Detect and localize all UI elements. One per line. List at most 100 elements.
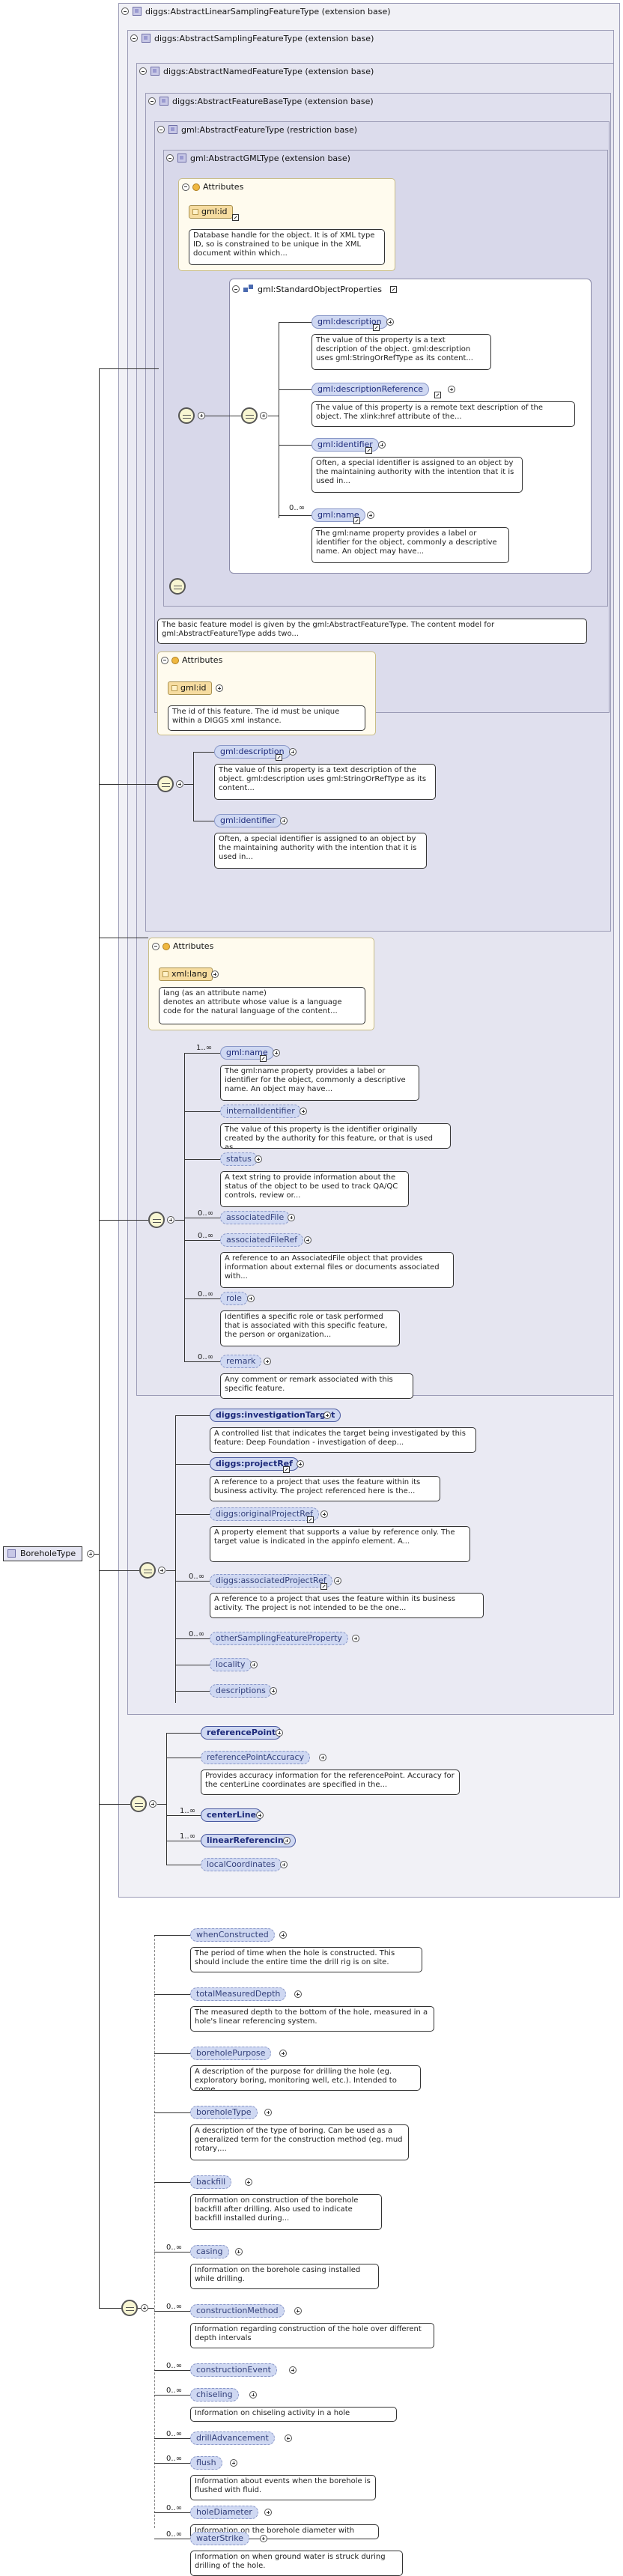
expand-toggle[interactable] (288, 1214, 295, 1221)
collapse-toggle[interactable] (152, 942, 159, 950)
elem-gml-description[interactable]: gml:description (312, 315, 388, 329)
elem-reference-point[interactable]: referencePoint (201, 1726, 282, 1740)
expand-toggle[interactable] (386, 318, 394, 326)
elem-internal-identifier[interactable]: internalIdentifier (220, 1105, 301, 1118)
attr-xml-lang[interactable]: xml:lang (159, 967, 213, 981)
elem-casing[interactable]: casing (190, 2245, 229, 2258)
elem-water-strike[interactable]: waterStrike (190, 2532, 249, 2545)
expand-toggle[interactable] (297, 1460, 304, 1468)
elem-flush[interactable]: flush (190, 2456, 222, 2470)
expand-toggle[interactable] (244, 2178, 252, 2186)
expand-toggle[interactable] (230, 2459, 237, 2467)
elem-associated-file-ref[interactable]: associatedFileRef (220, 1233, 304, 1247)
expand-toggle[interactable] (87, 1550, 94, 1558)
elem-locality[interactable]: locality (210, 1658, 252, 1671)
expand-toggle[interactable] (260, 412, 267, 419)
expand-toggle[interactable] (280, 817, 288, 824)
expand-toggle[interactable] (256, 1811, 264, 1819)
elem-chiseling[interactable]: chiseling (190, 2388, 239, 2402)
root-type-borehole[interactable]: BoreholeType (3, 1546, 83, 1561)
expand-toggle[interactable] (283, 1837, 291, 1844)
attr-gml-id[interactable]: gml:id (189, 205, 233, 219)
elem-associated-project-ref[interactable]: diggs:associatedProjectRef (210, 1574, 332, 1588)
expand-toggle[interactable] (323, 1412, 331, 1419)
collapse-toggle[interactable] (139, 67, 147, 75)
expand-toggle[interactable] (304, 1236, 312, 1244)
elem-gml-description-reference[interactable]: gml:descriptionReference (312, 383, 430, 396)
expand-toggle[interactable] (250, 1661, 258, 1668)
collapse-toggle[interactable] (182, 183, 189, 191)
expand-toggle[interactable] (264, 2109, 273, 2116)
expand-toggle[interactable] (289, 748, 297, 756)
elem-doc: The value of this property is a text des… (312, 334, 491, 370)
expand-toggle[interactable] (300, 1108, 307, 1115)
expand-toggle[interactable] (255, 1155, 262, 1163)
elem-drill-advancement[interactable]: drillAdvancement (190, 2431, 275, 2445)
expand-toggle[interactable] (234, 2248, 243, 2255)
expand-toggle[interactable] (319, 1754, 326, 1761)
elem-total-measured-depth[interactable]: totalMeasuredDepth (190, 1987, 287, 2001)
expand-toggle[interactable] (273, 1049, 280, 1057)
elem-gml-description[interactable]: gml:description (214, 745, 291, 759)
expand-toggle[interactable] (378, 441, 386, 449)
expand-toggle[interactable] (289, 2366, 297, 2374)
expand-toggle[interactable] (198, 412, 205, 419)
elem-construction-method[interactable]: constructionMethod (190, 2304, 285, 2318)
expand-toggle[interactable] (294, 1990, 302, 1998)
collapse-toggle[interactable] (157, 126, 165, 133)
expand-toggle[interactable] (284, 2434, 292, 2442)
elem-gml-identifier[interactable]: gml:identifier (214, 814, 282, 827)
elem-center-line[interactable]: centerLine (201, 1808, 263, 1822)
collapse-toggle[interactable] (148, 97, 156, 105)
expand-toggle[interactable] (259, 2535, 267, 2542)
expand-toggle[interactable] (367, 511, 374, 519)
elem-role[interactable]: role (220, 1292, 248, 1305)
expand-toggle[interactable] (279, 1931, 287, 1939)
elem-associated-file[interactable]: associatedFile (220, 1211, 291, 1224)
elem-investigation-target[interactable]: diggs:investigationTarget (210, 1409, 341, 1422)
elem-linear-referencing[interactable]: linearReferencing (201, 1834, 296, 1847)
elem-when-constructed[interactable]: whenConstructed (190, 1928, 275, 1942)
expand-toggle[interactable] (352, 1635, 359, 1642)
elem-reference-point-accuracy[interactable]: referencePointAccuracy (201, 1751, 311, 1764)
expand-toggle[interactable] (167, 1216, 174, 1224)
expand-toggle[interactable] (334, 1577, 341, 1585)
elem-construction-event[interactable]: constructionEvent (190, 2363, 277, 2377)
elem-local-coordinates[interactable]: localCoordinates (201, 1858, 282, 1871)
elem-gml-name[interactable]: gml:name (312, 508, 365, 522)
elem-other-sampling-feature-property[interactable]: otherSamplingFeatureProperty (210, 1632, 348, 1645)
expand-toggle[interactable] (264, 2509, 273, 2516)
collapse-toggle[interactable] (232, 285, 240, 293)
expand-toggle[interactable] (247, 1295, 255, 1302)
elem-borehole-type[interactable]: boreholeType (190, 2106, 258, 2119)
expand-toggle[interactable] (176, 780, 183, 788)
elem-status[interactable]: status (220, 1152, 258, 1166)
expand-toggle[interactable] (294, 2307, 302, 2315)
expand-toggle[interactable] (270, 1687, 277, 1695)
collapse-toggle[interactable] (161, 656, 168, 664)
expand-toggle[interactable] (216, 684, 223, 692)
elem-remark[interactable]: remark (220, 1355, 262, 1368)
expand-toggle[interactable] (158, 1567, 165, 1574)
elem-descriptions[interactable]: descriptions (210, 1684, 272, 1698)
expand-toggle[interactable] (141, 2304, 148, 2312)
expand-toggle[interactable] (320, 1510, 328, 1518)
expand-toggle[interactable] (149, 1800, 156, 1808)
expand-toggle[interactable] (280, 1861, 288, 1868)
expand-toggle[interactable] (264, 1358, 271, 1365)
elem-original-project-ref[interactable]: diggs:originalProjectRef (210, 1507, 319, 1521)
expand-toggle[interactable] (448, 386, 455, 393)
elem-backfill[interactable]: backfill (190, 2175, 232, 2189)
elem-project-ref[interactable]: diggs:projectRef (210, 1457, 299, 1471)
complex-type-icon (133, 7, 142, 16)
collapse-toggle[interactable] (130, 34, 138, 42)
expand-toggle[interactable] (276, 1729, 283, 1737)
collapse-toggle[interactable] (121, 7, 129, 15)
expand-toggle[interactable] (279, 2050, 287, 2057)
attr-gml-id[interactable]: gml:id (168, 681, 212, 695)
expand-toggle[interactable] (211, 970, 219, 978)
elem-borehole-purpose[interactable]: boreholePurpose (190, 2047, 272, 2060)
collapse-toggle[interactable] (166, 154, 174, 162)
elem-hole-diameter[interactable]: holeDiameter (190, 2506, 258, 2519)
expand-toggle[interactable] (249, 2391, 258, 2399)
